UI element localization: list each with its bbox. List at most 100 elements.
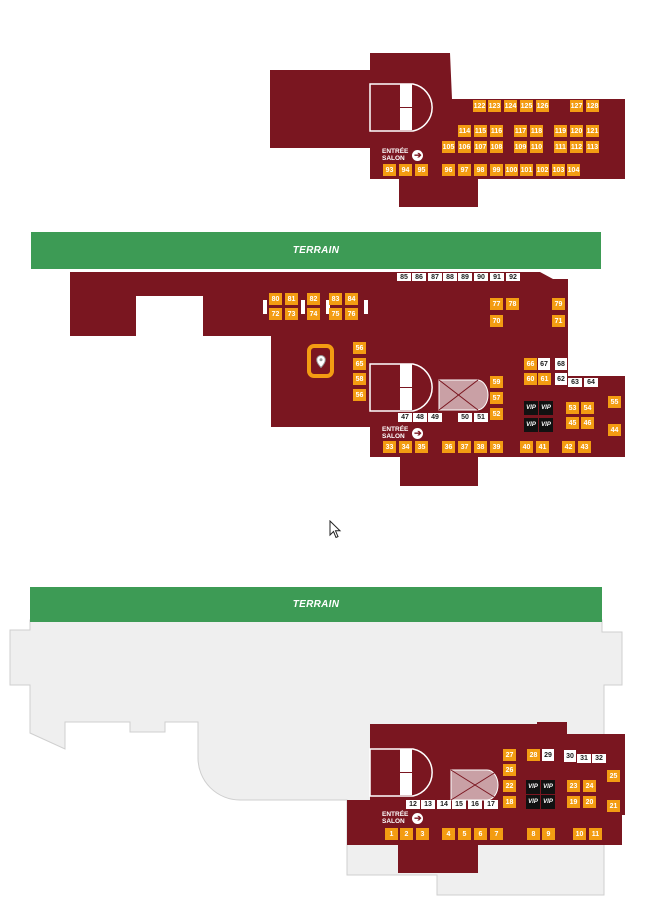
booth-88[interactable]: 88	[443, 273, 457, 281]
booth-118[interactable]: 118	[530, 125, 543, 137]
booth-29[interactable]: 29	[542, 749, 554, 761]
booth-103[interactable]: 103	[552, 164, 565, 176]
booth-30[interactable]: 30	[564, 750, 576, 762]
booth-84[interactable]: 84	[345, 293, 358, 305]
booth-40[interactable]: 40	[520, 441, 533, 453]
booth-64[interactable]: 64	[584, 378, 598, 387]
booth-104[interactable]: 104	[567, 164, 580, 176]
booth-36[interactable]: 36	[442, 441, 455, 453]
booth-89[interactable]: 89	[458, 273, 472, 281]
booth-35[interactable]: 35	[415, 441, 428, 453]
booth-76[interactable]: 76	[345, 308, 358, 320]
booth-72[interactable]: 72	[269, 308, 282, 320]
booth-48[interactable]: 48	[413, 413, 427, 422]
booth-7[interactable]: 7	[490, 828, 503, 840]
booth-42[interactable]: 42	[562, 441, 575, 453]
booth-99[interactable]: 99	[490, 164, 503, 176]
booth-71[interactable]: 71	[552, 315, 565, 327]
booth-50[interactable]: 50	[458, 413, 472, 422]
booth-122[interactable]: 122	[473, 100, 486, 112]
vip-booth[interactable]: VIP	[524, 401, 538, 415]
booth-56[interactable]: 56	[353, 342, 366, 354]
booth-82[interactable]: 82	[307, 293, 320, 305]
booth-57[interactable]: 57	[490, 392, 503, 404]
booth-63[interactable]: 63	[568, 378, 582, 387]
booth-58[interactable]: 58	[353, 373, 366, 385]
booth-97[interactable]: 97	[458, 164, 471, 176]
booth-34[interactable]: 34	[399, 441, 412, 453]
booth-114[interactable]: 114	[458, 125, 471, 137]
booth-78[interactable]: 78	[506, 298, 519, 310]
booth-22[interactable]: 22	[503, 780, 516, 792]
booth-94[interactable]: 94	[399, 164, 412, 176]
booth-13[interactable]: 13	[421, 800, 435, 809]
booth-43[interactable]: 43	[578, 441, 591, 453]
booth-55[interactable]: 55	[608, 396, 621, 408]
booth-90[interactable]: 90	[474, 273, 488, 281]
booth-96[interactable]: 96	[442, 164, 455, 176]
booth-37[interactable]: 37	[458, 441, 471, 453]
booth-113[interactable]: 113	[586, 141, 599, 153]
booth-26[interactable]: 26	[503, 764, 516, 776]
booth-51[interactable]: 51	[474, 413, 488, 422]
booth-28[interactable]: 28	[527, 749, 540, 761]
booth-24[interactable]: 24	[583, 780, 596, 792]
booth-115[interactable]: 115	[474, 125, 487, 137]
vip-booth[interactable]: VIP	[541, 795, 555, 809]
booth-73[interactable]: 73	[285, 308, 298, 320]
booth-41[interactable]: 41	[536, 441, 549, 453]
booth-105[interactable]: 105	[442, 141, 455, 153]
booth-59[interactable]: 59	[490, 376, 503, 388]
booth-44[interactable]: 44	[608, 424, 621, 436]
booth-85[interactable]: 85	[397, 273, 411, 281]
booth-3[interactable]: 3	[416, 828, 429, 840]
booth-15[interactable]: 15	[452, 800, 466, 809]
booth-79[interactable]: 79	[552, 298, 565, 310]
booth-31[interactable]: 31	[577, 754, 591, 763]
booth-61[interactable]: 61	[538, 373, 551, 385]
booth-25[interactable]: 25	[607, 770, 620, 782]
booth-5[interactable]: 5	[458, 828, 471, 840]
vip-booth[interactable]: VIP	[541, 780, 555, 794]
booth-117[interactable]: 117	[514, 125, 527, 137]
booth-70[interactable]: 70	[490, 315, 503, 327]
booth-109[interactable]: 109	[514, 141, 527, 153]
booth-49[interactable]: 49	[428, 413, 442, 422]
booth-38[interactable]: 38	[474, 441, 487, 453]
booth-101[interactable]: 101	[520, 164, 533, 176]
booth-18[interactable]: 18	[503, 796, 516, 808]
booth-67[interactable]: 67	[538, 358, 550, 370]
booth-2[interactable]: 2	[400, 828, 413, 840]
booth-19[interactable]: 19	[567, 796, 580, 808]
booth-16[interactable]: 16	[468, 800, 482, 809]
booth-83[interactable]: 83	[329, 293, 342, 305]
booth-98[interactable]: 98	[474, 164, 487, 176]
booth-11[interactable]: 11	[589, 828, 602, 840]
booth-87[interactable]: 87	[428, 273, 442, 281]
booth-127[interactable]: 127	[570, 100, 583, 112]
booth-75[interactable]: 75	[329, 308, 342, 320]
booth-112[interactable]: 112	[570, 141, 583, 153]
vip-booth[interactable]: VIP	[539, 418, 553, 432]
vip-booth[interactable]: VIP	[526, 795, 540, 809]
booth-27[interactable]: 27	[503, 749, 516, 761]
booth-21[interactable]: 21	[607, 800, 620, 812]
booth-39[interactable]: 39	[490, 441, 503, 453]
booth-92[interactable]: 92	[506, 273, 520, 281]
booth-32[interactable]: 32	[592, 754, 606, 763]
booth-81[interactable]: 81	[285, 293, 298, 305]
booth-106[interactable]: 106	[458, 141, 471, 153]
vip-booth[interactable]: VIP	[526, 780, 540, 794]
booth-33[interactable]: 33	[383, 441, 396, 453]
booth-14[interactable]: 14	[437, 800, 451, 809]
booth-54[interactable]: 54	[581, 402, 594, 414]
booth-102[interactable]: 102	[536, 164, 549, 176]
booth-95[interactable]: 95	[415, 164, 428, 176]
booth-8[interactable]: 8	[527, 828, 540, 840]
booth-74[interactable]: 74	[307, 308, 320, 320]
booth-119[interactable]: 119	[554, 125, 567, 137]
booth-126[interactable]: 126	[536, 100, 549, 112]
location-marker[interactable]	[307, 344, 334, 378]
booth-20[interactable]: 20	[583, 796, 596, 808]
